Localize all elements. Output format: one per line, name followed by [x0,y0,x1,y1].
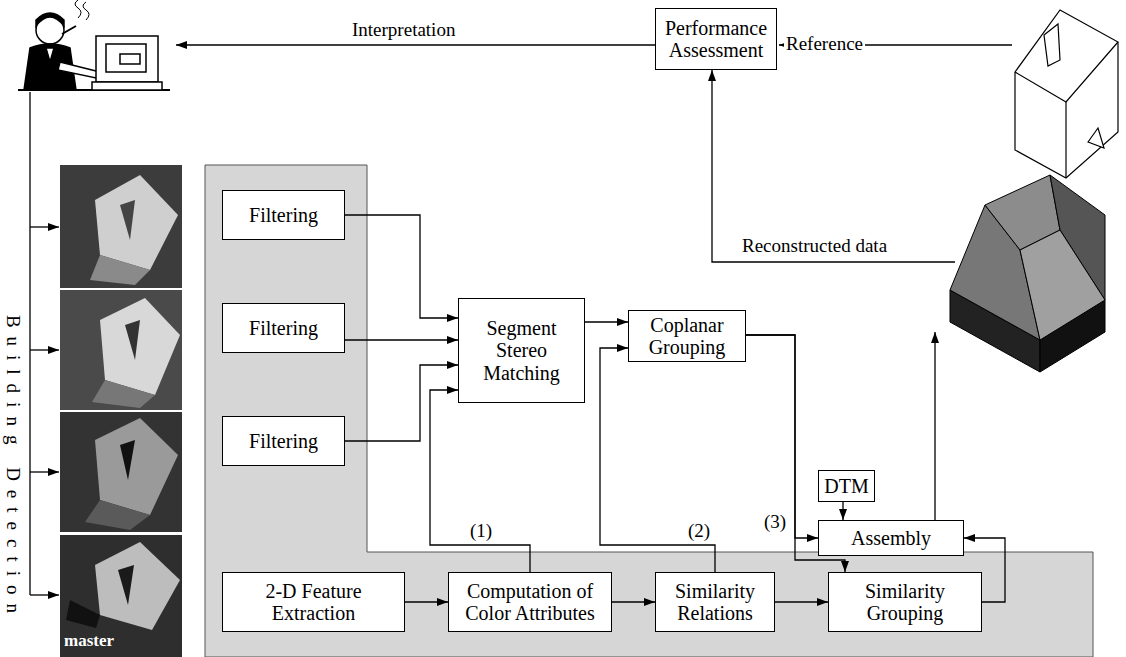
process-box: Filtering [222,303,345,353]
callout-number: (3) [764,512,786,533]
aerial-photo [60,290,182,410]
reference-wireframe [1015,10,1118,178]
connector-arrow [345,215,458,318]
box-label: Performance Assessment [660,17,772,62]
box-label: Segment Stereo Matching [463,317,580,384]
callout-number: (1) [470,521,492,542]
annotation-label: Interpretation [352,20,455,41]
box-label: Coplanar Grouping [633,314,741,359]
callout-number: (2) [688,521,710,542]
box-label: Filtering [249,317,318,339]
process-box: Filtering [222,190,345,240]
box-label: Assembly [851,527,931,549]
connector-arrow [775,601,828,602]
box-label: DTM [824,475,868,497]
process-box: Filtering [222,416,345,466]
process-box: Similarity Relations [655,572,775,632]
connector-arrow [430,390,530,572]
connector-arrow [600,348,715,572]
shaded-region [205,165,1093,657]
process-box: Segment Stereo Matching [458,298,585,403]
process-box: Performance Assessment [655,8,777,70]
box-label: Filtering [249,204,318,226]
connector-arrow [405,601,448,602]
process-box: Similarity Grouping [828,572,982,632]
operator-icon [18,0,170,90]
process-box: Computation of Color Attributes [448,572,612,632]
connector-arrow [345,339,458,340]
process-box: DTM [818,470,875,502]
process-box: Coplanar Grouping [628,310,746,362]
aerial-photo [60,412,182,532]
annotation-label: Reconstructed data [742,236,887,257]
box-label: Filtering [249,430,318,452]
process-box: Assembly [818,520,964,556]
annotation-label: master [64,632,114,651]
box-label: Similarity Relations [660,580,770,625]
box-label: Similarity Grouping [833,580,977,625]
reconstructed-model [950,175,1105,372]
vertical-caption: Building Detection [3,314,24,621]
aerial-photo [60,165,182,288]
process-box: 2-D Feature Extraction [222,572,405,632]
connector-arrow [345,365,458,441]
box-label: 2-D Feature Extraction [227,580,400,625]
aerial-photo [60,535,182,657]
connector-arrow [842,502,843,520]
box-label: Computation of Color Attributes [453,580,607,625]
connector-arrow [585,321,628,322]
annotation-label: Reference [784,34,865,55]
connector-arrow [746,335,818,538]
connector-arrow [612,601,655,602]
